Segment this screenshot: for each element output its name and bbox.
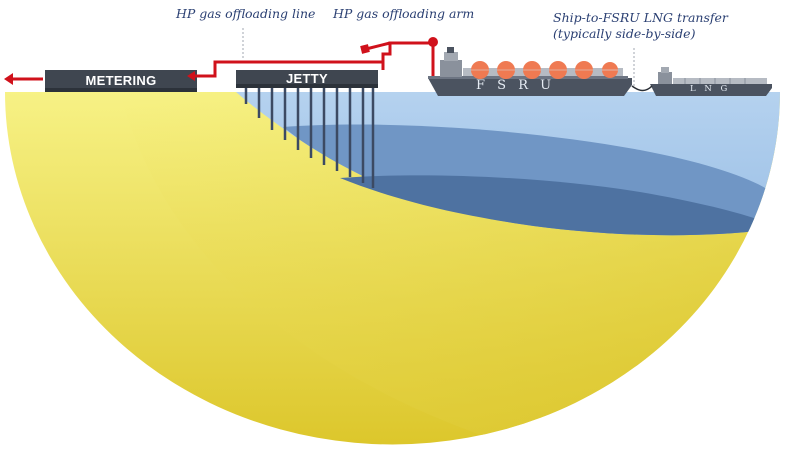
fsru-vessel: [428, 47, 632, 96]
arm-pivot: [428, 37, 438, 47]
jetty-deck: [236, 70, 378, 88]
callout-transfer-line-1: Ship-to-FSRU LNG transfer: [553, 10, 728, 25]
jetty-label: JETTY: [286, 71, 328, 86]
sea-deep-layer: [340, 175, 780, 236]
ground-section: [5, 92, 780, 445]
lng-carrier-vessel: [650, 67, 772, 96]
arm-counterweight: [360, 44, 370, 54]
hp-gas-pipeline: [12, 60, 385, 81]
outlet-arrow: [4, 73, 13, 85]
offloading-arm: [365, 41, 435, 80]
lng-hull-label: L N G: [690, 84, 731, 94]
transfer-hose: [631, 85, 653, 92]
fsru-hull-label: F S R U: [476, 78, 556, 93]
callout-transfer-line-2: (typically side-by-side): [553, 26, 696, 41]
callout-hp-gas-offloading-line: HP gas offloading line: [176, 6, 316, 21]
jetty-piles: [244, 87, 375, 188]
metering-block: [45, 70, 197, 92]
metering-inlet-arrow: [187, 71, 195, 81]
callout-hp-gas-offloading-arm: HP gas offloading arm: [333, 6, 475, 21]
metering-label: METERING: [85, 73, 157, 88]
